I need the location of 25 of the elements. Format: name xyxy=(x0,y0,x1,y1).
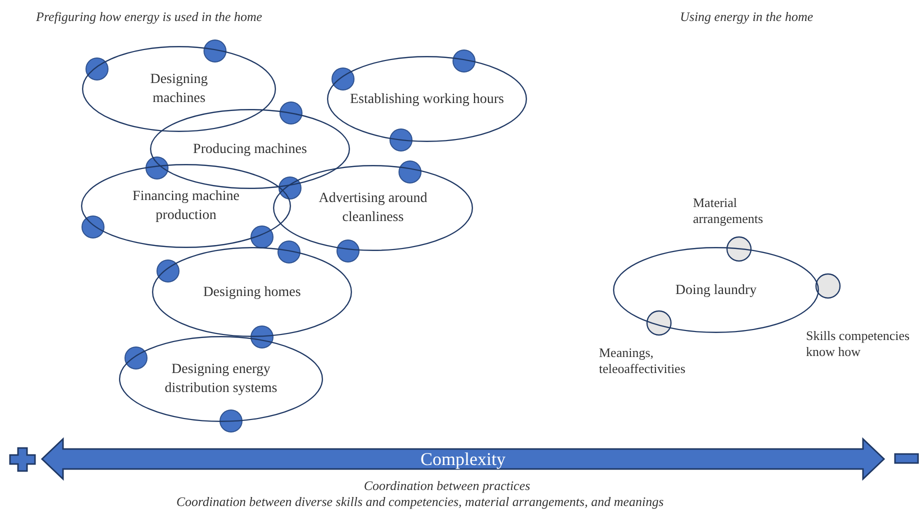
practice-ellipse xyxy=(82,46,276,132)
double-arrow xyxy=(41,438,885,480)
practice-label: Producing machines xyxy=(192,140,308,158)
practice-label: Financing machine production xyxy=(132,188,240,225)
practice-label: Establishing working hours xyxy=(349,90,505,108)
practice-ellipse xyxy=(273,165,473,251)
element-label: Material arrangements xyxy=(693,195,764,227)
practice-ellipse xyxy=(152,247,352,337)
practice-ellipse xyxy=(150,109,350,189)
axis-note: Coordination between diverse skills and competencies, material arrangements, and meanings xyxy=(175,494,665,510)
practice-ellipse xyxy=(81,164,291,248)
practice-ellipse xyxy=(119,336,323,422)
practice-label: Doing laundry xyxy=(674,282,758,300)
axis-note: Coordination between practices xyxy=(362,478,532,494)
axis-title: Complexity xyxy=(420,450,506,468)
element-label: Meanings, teleoaffectivities xyxy=(599,345,686,377)
practice-label: Designing energy distribution systems xyxy=(164,361,278,398)
practice-label: Designing machines xyxy=(149,71,209,108)
practice-label: Advertising around cleanliness xyxy=(318,190,428,227)
practice-label: Designing homes xyxy=(202,284,302,302)
practice-ellipse xyxy=(613,247,819,333)
element-label: Skills competencies know how xyxy=(806,328,911,360)
section-heading: Using energy in the home xyxy=(680,9,814,25)
section-heading: Prefiguring how energy is used in the home xyxy=(36,9,264,25)
practice-ellipse xyxy=(327,56,527,142)
